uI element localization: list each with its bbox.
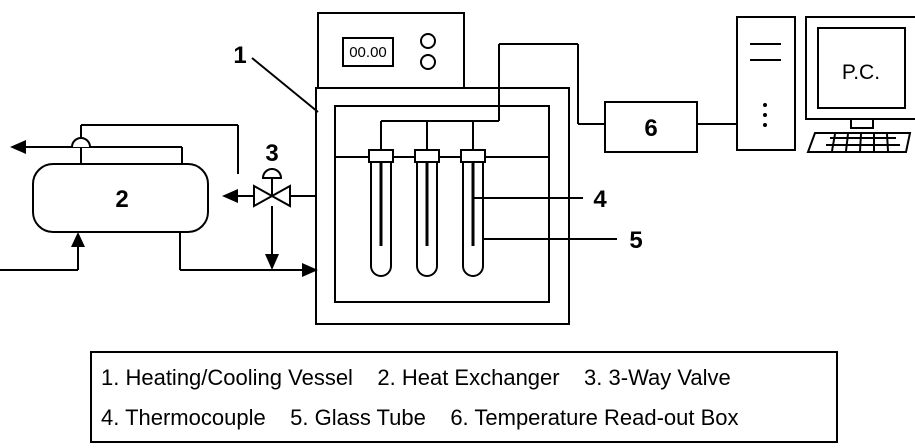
- keyboard-icon: [806, 132, 912, 153]
- computer: P.C.: [736, 16, 915, 153]
- lcd-display: [342, 37, 394, 67]
- glass-tube-label: 5: [629, 227, 642, 254]
- vessel-leader-line: [251, 57, 319, 113]
- computer-label: P.C.: [842, 61, 880, 84]
- heat-exchanger: 2: [32, 163, 209, 233]
- glass-tube-2: [414, 149, 440, 277]
- glass-tube-3: [460, 149, 486, 277]
- thermocouple-label: 4: [593, 186, 607, 213]
- legend-line-1: 1. Heating/Cooling Vessel 2. Heat Exchan…: [101, 365, 731, 390]
- lcd-display-value: 00.00: [349, 44, 387, 61]
- readout-box-label: 6: [644, 115, 657, 142]
- temperature-controller: 00.00: [317, 12, 465, 89]
- computer-tower: [736, 16, 796, 151]
- control-knob-bottom: [420, 54, 436, 70]
- control-knob-top: [420, 33, 436, 49]
- legend-line-2: 4. Thermocouple 5. Glass Tube 6. Tempera…: [101, 405, 739, 430]
- vessel-label: 1: [233, 42, 246, 69]
- heat-exchanger-label: 2: [115, 186, 128, 213]
- temperature-readout-box: 6: [604, 101, 737, 153]
- piping: [0, 124, 318, 277]
- thermocouple-wires: [380, 43, 605, 150]
- three-way-valve: 3: [253, 140, 291, 208]
- legend: 1. Heating/Cooling Vessel 2. Heat Exchan…: [90, 351, 838, 443]
- valve-label: 3: [265, 140, 278, 167]
- heating-cooling-vessel: [315, 87, 570, 325]
